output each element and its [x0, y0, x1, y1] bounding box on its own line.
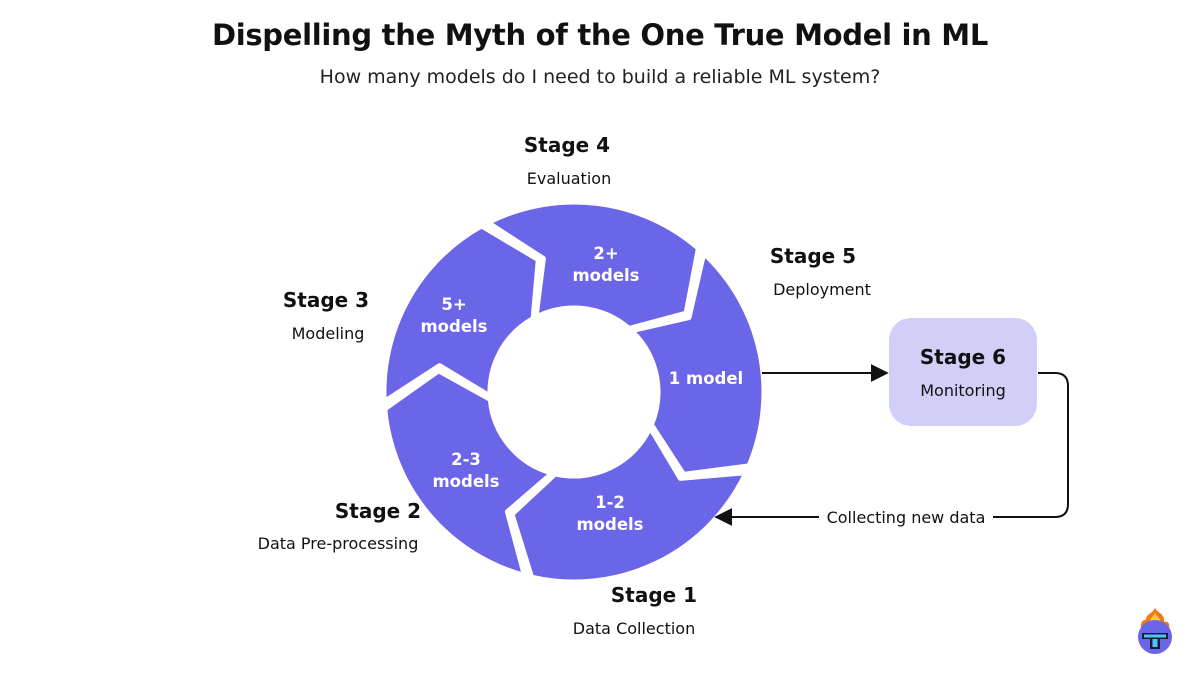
segment-stage4	[485, 199, 701, 331]
segment-stage2	[382, 368, 555, 578]
segment-stage3-models-line2: models	[420, 317, 487, 336]
monitoring-box-background	[889, 318, 1037, 426]
stage1-name: Stage 1	[611, 583, 697, 607]
segment-stage4-models-line1: 2+	[593, 244, 618, 263]
segment-stage2-models-line2: models	[432, 472, 499, 491]
stage6-name: Stage 6	[920, 345, 1006, 369]
stage5-desc: Deployment	[773, 280, 871, 299]
segment-stage5-models: 1 model	[669, 369, 743, 388]
page-subtitle: How many models do I need to build a rel…	[319, 66, 881, 88]
lifecycle-ring	[381, 199, 767, 585]
segment-stage3	[381, 223, 541, 405]
segment-stage1-models-line2: models	[576, 515, 643, 534]
stage4-desc: Evaluation	[527, 169, 611, 188]
stage-captions: Stage 1 Data Collection Stage 2 Data Pre…	[258, 133, 871, 638]
monitoring-box: Stage 6 Monitoring	[889, 318, 1037, 426]
fire-helmet-logo-icon	[1138, 608, 1172, 654]
segment-stage4-models-line2: models	[572, 266, 639, 285]
stage3-name: Stage 3	[283, 288, 369, 312]
stage1-desc: Data Collection	[573, 619, 695, 638]
monitor-feedback-connector	[993, 372, 1069, 518]
stage6-desc: Monitoring	[920, 381, 1006, 400]
segment-stage5	[628, 250, 767, 477]
stage2-desc: Data Pre-processing	[258, 534, 419, 553]
stage2-name: Stage 2	[335, 499, 421, 523]
stage3-desc: Modeling	[292, 324, 365, 343]
segment-stage2-models-line1: 2-3	[451, 450, 481, 469]
stage5-name: Stage 5	[770, 244, 856, 268]
feedback-label: Collecting new data	[827, 508, 986, 527]
stage4-name: Stage 4	[524, 133, 610, 157]
segment-labels: 1-2 models 2-3 models 5+ models 2+ model…	[420, 244, 743, 534]
flow-arrows: Collecting new data	[714, 364, 1069, 527]
segment-stage1	[509, 425, 749, 585]
page-title: Dispelling the Myth of the One True Mode…	[211, 18, 989, 52]
segment-stage3-models-line1: 5+	[441, 295, 466, 314]
segment-stage1-models-line1: 1-2	[595, 493, 625, 512]
